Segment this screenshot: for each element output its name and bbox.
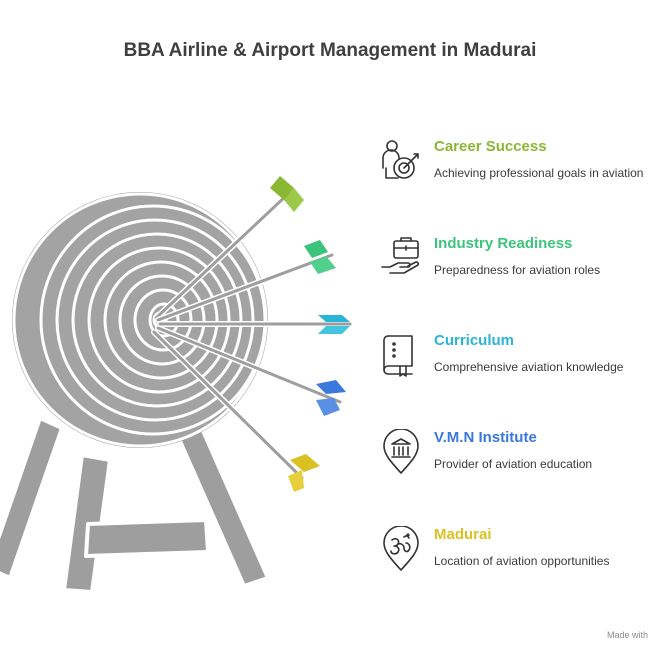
page-title: BBA Airline & Airport Management in Madu…	[123, 40, 537, 61]
item-description: Comprehensive aviation knowledge	[434, 360, 624, 374]
arrow-madurai	[151, 329, 320, 492]
om-pin-icon	[383, 526, 419, 571]
easel-legs	[0, 416, 270, 594]
institute-pin-icon	[383, 429, 419, 474]
item-description: Location of aviation opportunities	[434, 554, 610, 568]
item-heading: Career Success	[434, 138, 547, 155]
item-description: Preparedness for aviation roles	[434, 263, 601, 277]
item-madurai: Madurai Location of aviation opportuniti…	[378, 526, 660, 586]
made-with-footer: Made with	[606, 630, 648, 640]
arrow-career	[153, 176, 304, 321]
item-vmn-institute: V.M.N Institute Provider of aviation edu…	[378, 429, 660, 489]
arrow-curriculum	[157, 315, 353, 334]
item-industry-readiness: Industry Readiness Preparedness for avia…	[378, 235, 660, 295]
item-heading: Industry Readiness	[434, 235, 573, 252]
book-icon	[383, 335, 413, 377]
item-heading: Curriculum	[434, 332, 515, 349]
item-description: Achieving professional goals in aviation	[434, 166, 644, 180]
arrow-vmn	[155, 325, 346, 416]
item-curriculum: Curriculum Comprehensive aviation knowle…	[378, 332, 660, 392]
item-career-success: Career Success Achieving professional go…	[378, 138, 660, 198]
item-heading: Madurai	[434, 526, 492, 543]
item-heading: V.M.N Institute	[434, 429, 537, 446]
briefcase-hand-icon	[381, 237, 420, 274]
career-target-icon	[382, 140, 419, 179]
item-description: Provider of aviation education	[434, 457, 593, 471]
arrow-industry	[155, 240, 336, 323]
